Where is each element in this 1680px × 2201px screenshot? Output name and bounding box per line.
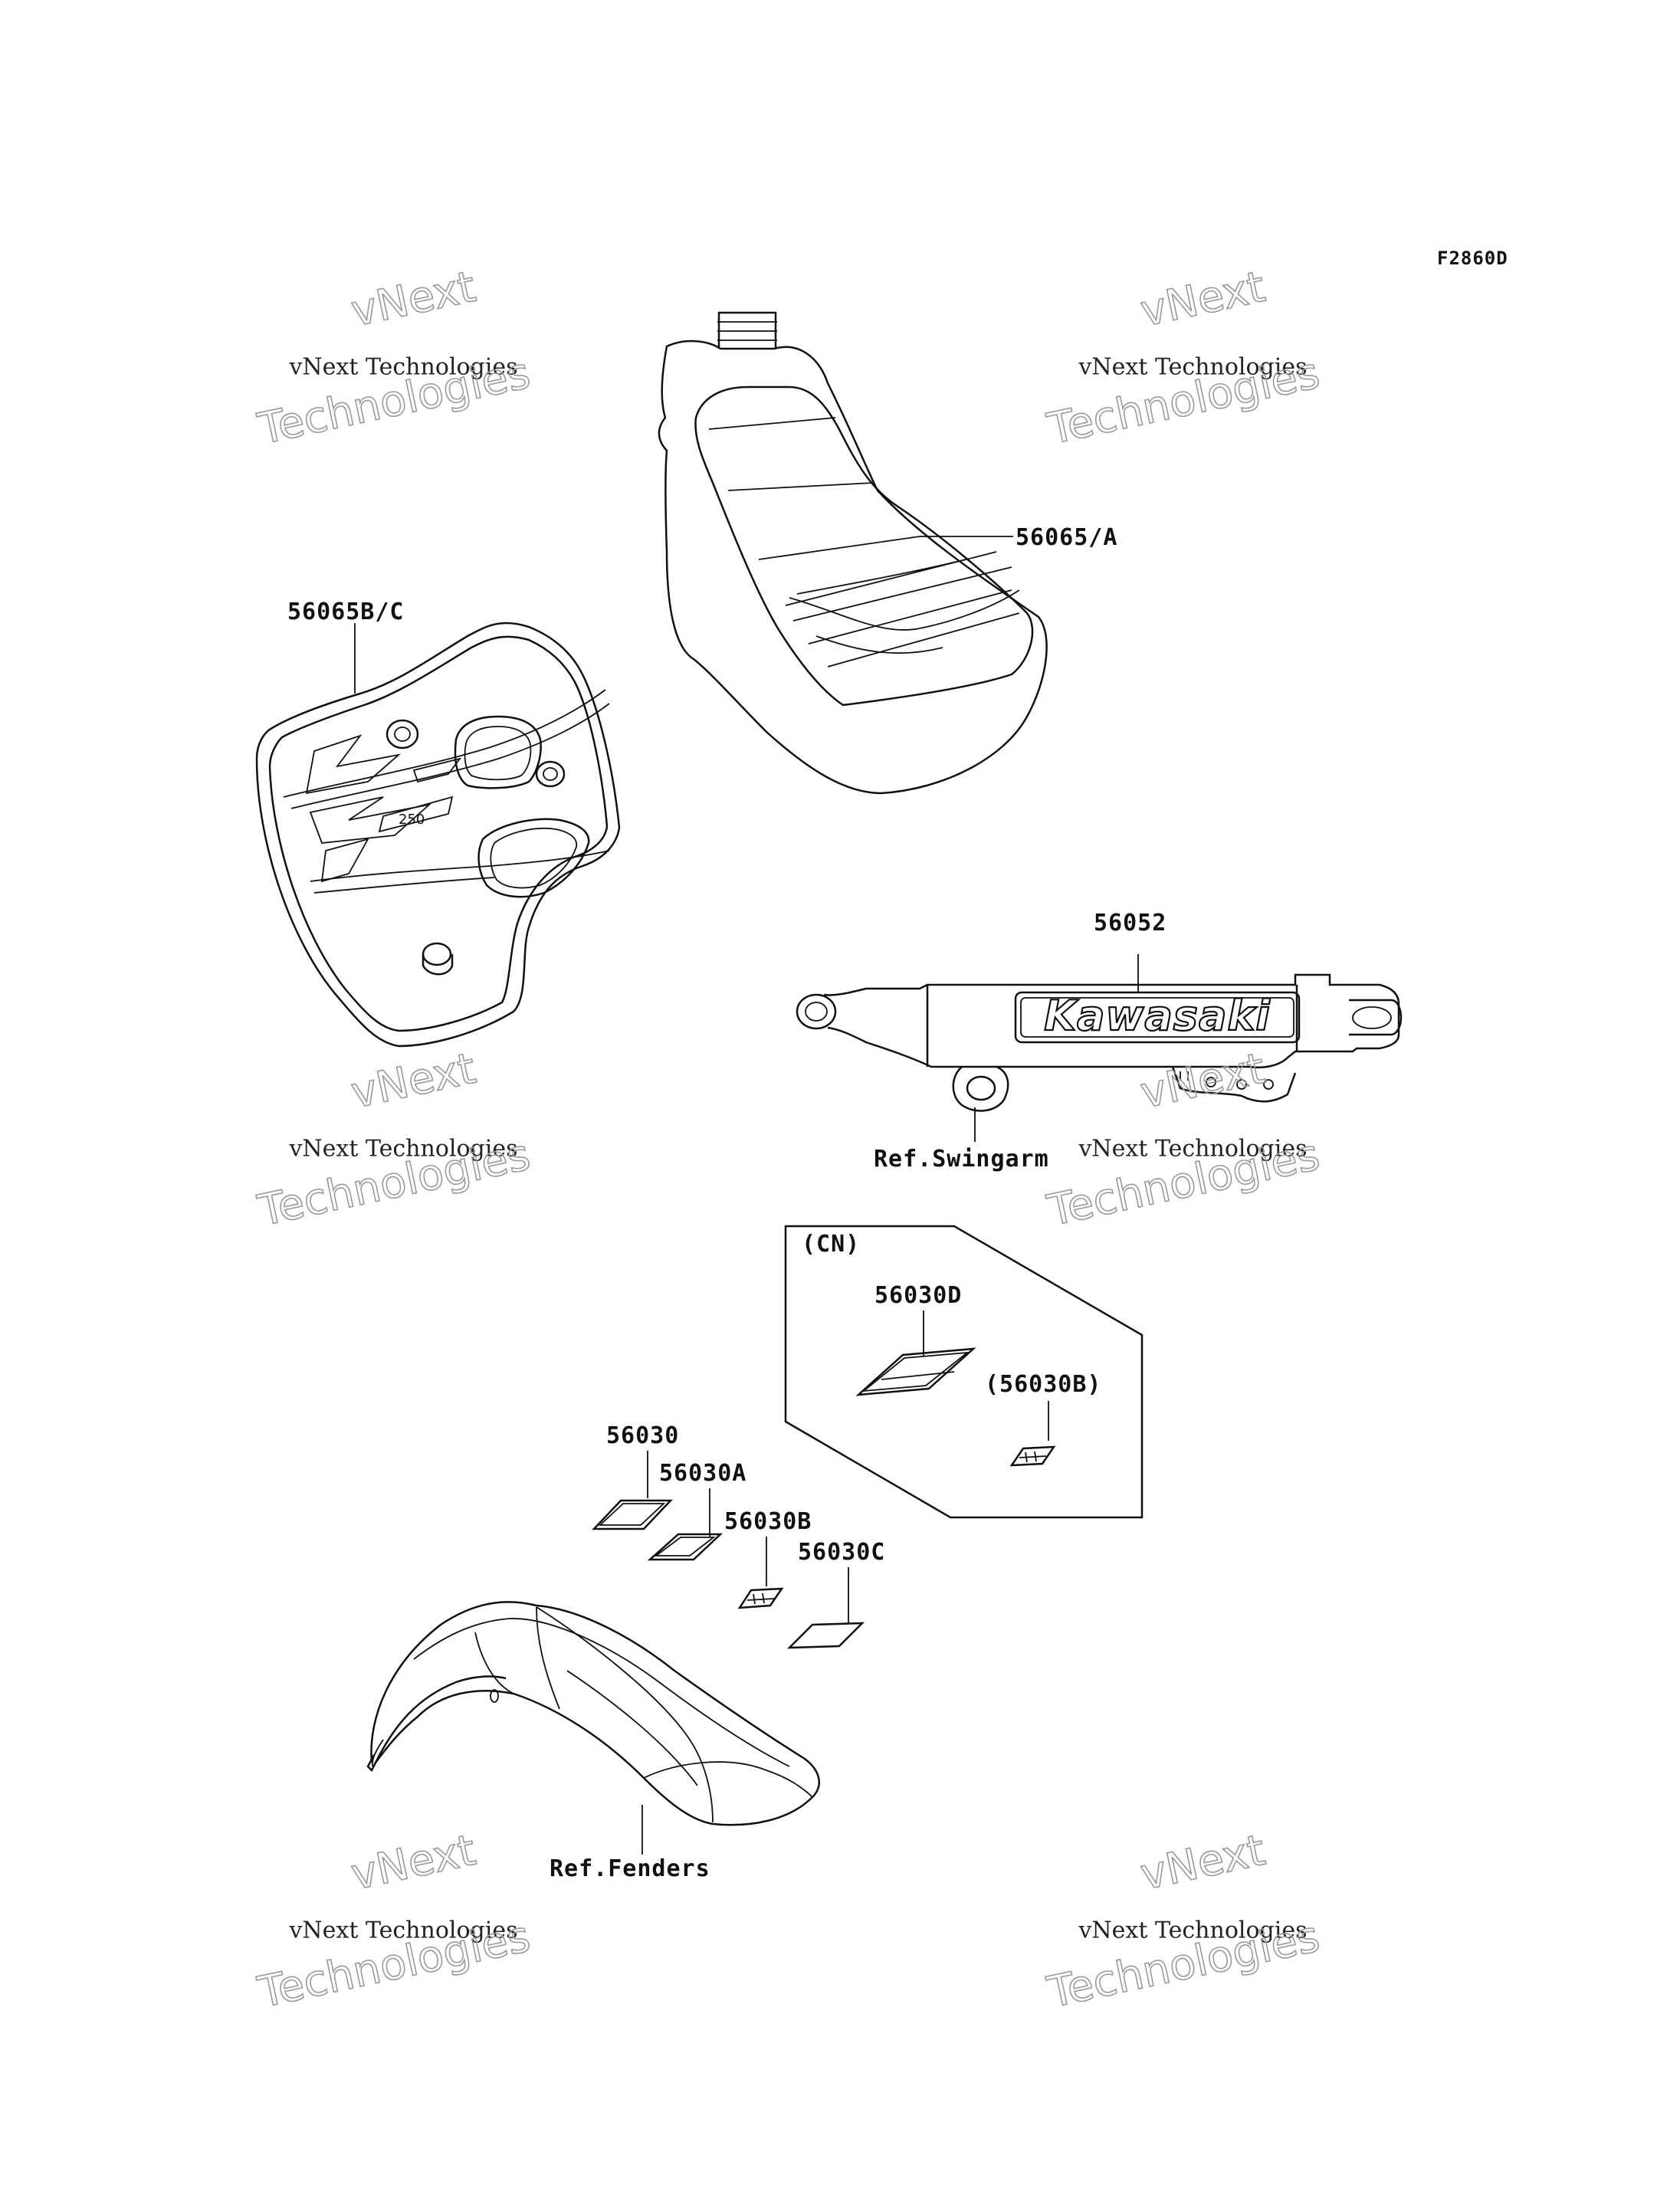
watermark-bottom-left: vNext vNext Technologies Technologies — [253, 1825, 535, 2019]
svg-text:vNext: vNext — [347, 262, 481, 337]
label-56030-shape — [592, 1499, 673, 1530]
label-cn-group: (CN) — [802, 1231, 860, 1258]
label-shroud-decal: 56065B/C — [287, 599, 405, 625]
swingarm-illustration: Kawasaki — [796, 973, 1403, 1112]
svg-text:vNext: vNext — [347, 1044, 481, 1119]
watermark-top-right: vNext vNext Technologies Technologies — [1042, 261, 1324, 455]
label-cn-56030d: 56030D — [874, 1282, 962, 1309]
label-ref-swingarm: Ref.Swingarm — [874, 1146, 1049, 1173]
shroud-badge: 250 — [399, 812, 425, 828]
cn-label-56030d-shape — [855, 1347, 976, 1396]
label-cn-56030b: (56030B) — [985, 1371, 1102, 1398]
label-56030c-shape — [786, 1622, 865, 1649]
svg-text:vNext Technologies: vNext Technologies — [1078, 354, 1307, 381]
label-56030c: 56030C — [798, 1539, 885, 1566]
label-56030a-shape — [647, 1533, 724, 1561]
svg-text:vNext: vNext — [1137, 1044, 1270, 1119]
cn-group-box — [784, 1225, 1144, 1519]
cn-label-56030b-shape — [1009, 1445, 1056, 1467]
svg-text:vNext: vNext — [347, 1825, 481, 1901]
fuel-tank-illustration — [658, 311, 1048, 795]
svg-text:vNext: vNext — [1137, 1825, 1270, 1901]
watermark-top-left: vNext vNext Technologies Technologies — [253, 261, 535, 455]
label-tank-decal: 56065/A — [1016, 524, 1117, 551]
front-fender-illustration — [366, 1601, 820, 1826]
svg-text:vNext Technologies: vNext Technologies — [1078, 1917, 1307, 1944]
label-swingarm-decal: 56052 — [1094, 910, 1166, 936]
svg-text:vNext Technologies: vNext Technologies — [1078, 1136, 1307, 1163]
kawasaki-logo: Kawasaki — [1044, 992, 1271, 1040]
radiator-shroud-illustration: 250 — [255, 622, 621, 1048]
label-56030b: 56030B — [724, 1508, 812, 1535]
svg-text:vNext Technologies: vNext Technologies — [288, 1136, 517, 1163]
watermark-bottom-right: vNext vNext Technologies Technologies — [1042, 1825, 1324, 2019]
svg-text:vNext: vNext — [1137, 262, 1270, 337]
svg-text:vNext Technologies: vNext Technologies — [288, 354, 517, 381]
svg-text:vNext Technologies: vNext Technologies — [288, 1917, 517, 1944]
label-56030: 56030 — [606, 1422, 679, 1449]
watermark-middle-left: vNext vNext Technologies Technologies — [253, 1043, 535, 1237]
label-56030a: 56030A — [659, 1460, 746, 1487]
label-56030b-shape — [737, 1587, 784, 1609]
figure-id: F2860D — [1437, 248, 1508, 269]
label-ref-fenders: Ref.Fenders — [550, 1855, 710, 1882]
